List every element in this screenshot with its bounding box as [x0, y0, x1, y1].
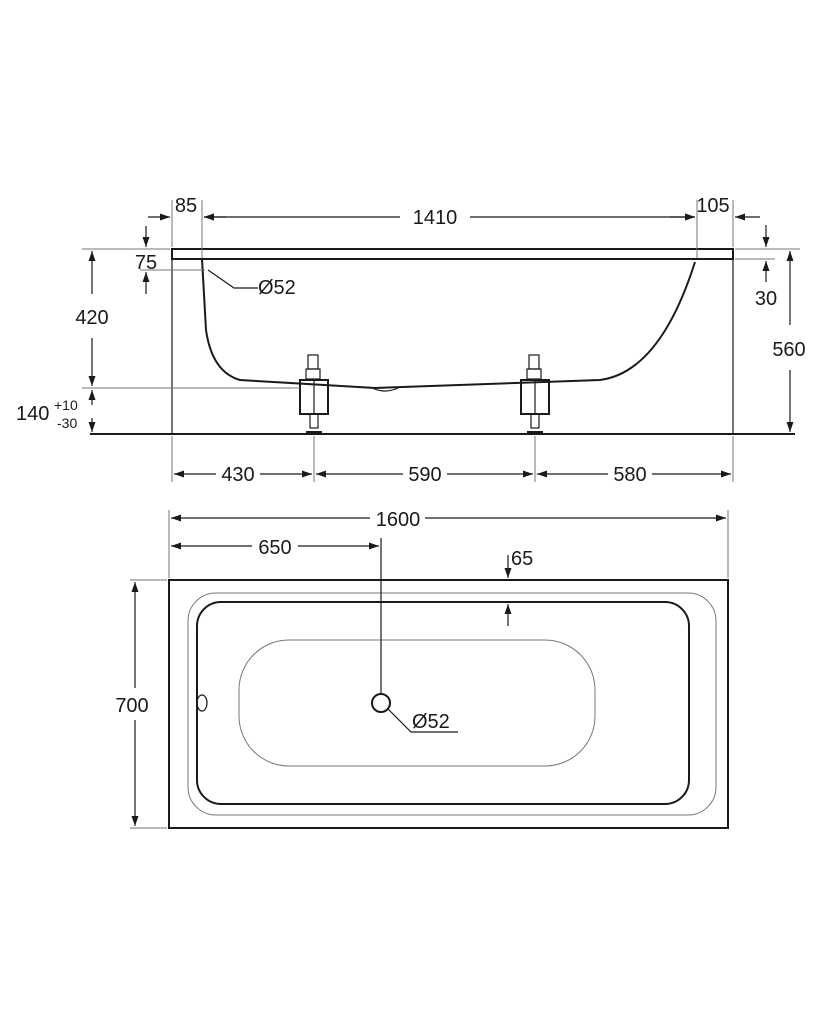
- dim-bath-depth: 420: [75, 307, 108, 329]
- dim-drain-diameter-top: Ø52: [412, 711, 450, 733]
- dim-rim-height-right: 30: [755, 288, 777, 310]
- dim-feet-height: 140: [16, 403, 49, 425]
- dim-rim-left: 85: [175, 195, 197, 217]
- dim-drain-offset: 650: [258, 537, 291, 559]
- top-view: Ø52 1600 650 65 700: [115, 509, 729, 829]
- rim-contour: [187, 592, 717, 816]
- dim-rim-height-left: 75: [135, 252, 157, 274]
- bathtub-rim: [171, 248, 734, 260]
- dim-feet-tol-minus: -30: [57, 415, 77, 431]
- dim-inner-length: 1410: [413, 207, 458, 229]
- basin-edge: [196, 601, 690, 805]
- drain-outlet-profile: [371, 387, 399, 392]
- left-foot: [299, 354, 329, 433]
- dim-feet-tol-plus: +10: [54, 397, 78, 413]
- side-view: 85 1410 105 75 Ø52 30 420 560 140 +10 -3…: [16, 195, 806, 486]
- dim-rim-right: 105: [696, 195, 729, 217]
- drain-hole: [371, 693, 391, 713]
- dim-total-width: 700: [115, 695, 148, 717]
- basin-profile: [201, 258, 696, 390]
- dim-foot-offset-right: 580: [613, 464, 646, 486]
- dim-foot-spacing: 590: [408, 464, 441, 486]
- overflow-outlet: [196, 694, 208, 712]
- dim-foot-offset-left: 430: [221, 464, 254, 486]
- basin-floor: [238, 639, 596, 767]
- dim-total-length: 1600: [376, 509, 421, 531]
- right-foot: [520, 354, 550, 433]
- dim-total-height: 560: [772, 339, 805, 361]
- dim-drain-diameter-side: Ø52: [258, 277, 296, 299]
- dim-rim-width: 65: [511, 548, 533, 570]
- bathtub-outline-top: [168, 579, 729, 829]
